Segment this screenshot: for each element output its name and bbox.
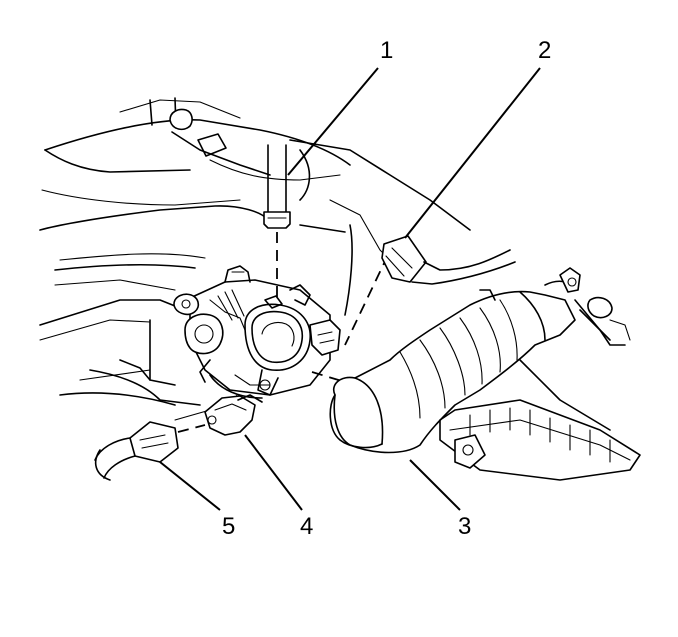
throttle-sensor-4 xyxy=(204,394,263,436)
leader-line-3 xyxy=(409,459,461,511)
electrical-connector-2 xyxy=(381,235,516,285)
callout-label-3: 3 xyxy=(458,513,471,540)
assembly-line-connector-5 xyxy=(177,424,206,433)
leader-line-4 xyxy=(244,434,303,511)
leader-line-5 xyxy=(159,461,221,511)
vacuum-pipe xyxy=(263,144,291,229)
intake-manifold-outline xyxy=(39,97,471,481)
leader-line-1 xyxy=(287,67,379,176)
throttle-body xyxy=(173,265,341,399)
electrical-connector-5 xyxy=(94,421,179,479)
callout-label-5: 5 xyxy=(222,513,235,540)
callout-label-4: 4 xyxy=(300,513,313,540)
leader-line-2 xyxy=(404,67,541,239)
mounting-rail xyxy=(439,359,641,481)
callout-label-2: 2 xyxy=(538,37,551,64)
callout-label-1: 1 xyxy=(380,37,393,64)
air-intake-duct xyxy=(329,267,631,454)
